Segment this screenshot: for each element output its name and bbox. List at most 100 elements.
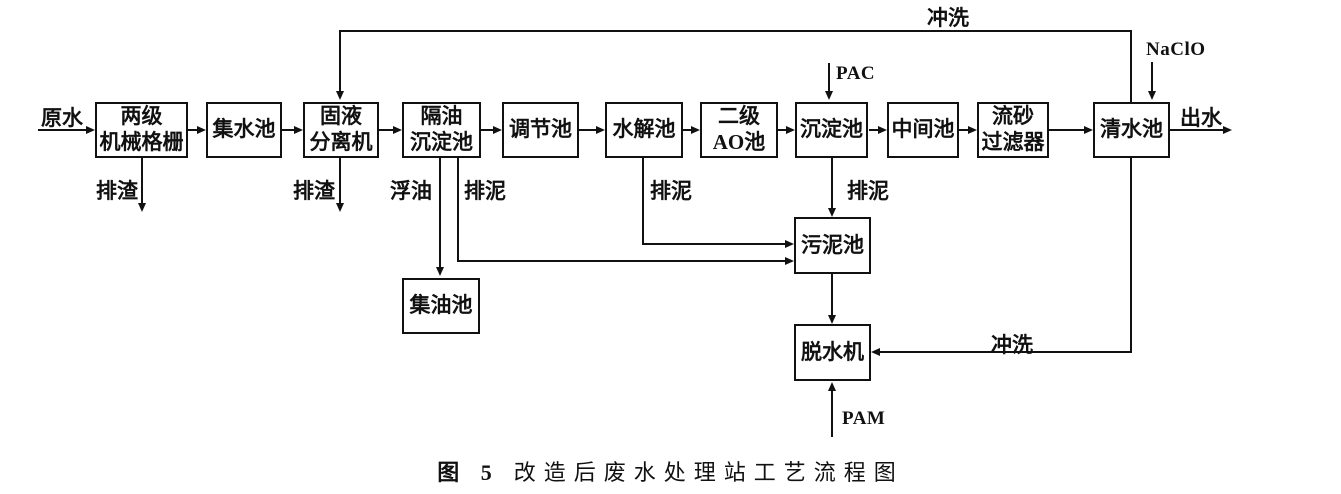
box-label: 机械格栅 xyxy=(99,130,184,154)
line-pac-dosing xyxy=(828,63,830,91)
flow-line xyxy=(579,129,596,131)
process-box-oil-separation-sedimentation-tank: 隔油 沉淀池 xyxy=(402,102,481,158)
floating-oil-label: 浮油 xyxy=(390,179,432,203)
box-label: 集水池 xyxy=(212,117,276,142)
slag-1-label: 排渣 xyxy=(96,179,138,203)
line-flush-from-clean-water-down xyxy=(1130,158,1132,352)
process-box-secondary-ao-tank: 二级 AO池 xyxy=(700,102,778,158)
line-slag-1 xyxy=(141,158,143,203)
box-label: 二级 xyxy=(718,104,760,129)
flow-line xyxy=(481,129,493,131)
process-box-clean-water-tank: 清水池 xyxy=(1093,102,1170,158)
box-label: 分离机 xyxy=(309,130,373,154)
flow-line-inlet xyxy=(38,129,86,131)
line-flush-to-separator xyxy=(339,31,341,91)
process-box-sludge-tank: 污泥池 xyxy=(794,217,871,274)
sludge-hydrolysis-label: 排泥 xyxy=(650,179,692,203)
naclo-label: NaClO xyxy=(1146,39,1206,60)
box-label: 水解池 xyxy=(612,117,676,142)
process-box-two-stage-mechanical-grille: 两级 机械格栅 xyxy=(95,102,188,158)
box-label: 隔油 xyxy=(420,104,463,129)
box-label: 调节池 xyxy=(509,117,572,142)
line-flush-from-clean-water-up xyxy=(1130,31,1132,102)
process-box-dewatering-machine: 脱水机 xyxy=(794,324,871,381)
box-label: AO池 xyxy=(712,130,766,154)
flow-line xyxy=(869,129,878,131)
arrowhead-right-icon xyxy=(785,257,794,265)
box-label: 沉淀池 xyxy=(410,130,473,154)
line-floating-oil xyxy=(439,158,441,267)
line-flush-to-dewatering xyxy=(880,351,1132,353)
arrowhead-down-icon xyxy=(828,315,836,324)
process-box-hydrolysis-tank: 水解池 xyxy=(605,102,683,158)
flow-line-outlet xyxy=(1170,129,1223,131)
arrowhead-down-icon xyxy=(1148,91,1156,100)
flow-line xyxy=(959,129,968,131)
arrowhead-down-icon xyxy=(138,203,146,212)
line-flush-top xyxy=(339,30,1132,32)
arrowhead-right-icon xyxy=(1223,126,1232,134)
flow-line xyxy=(188,129,197,131)
arrowhead-right-icon xyxy=(968,126,977,134)
arrowhead-down-icon xyxy=(336,91,344,100)
inlet-label: 原水 xyxy=(41,106,83,130)
box-label: 清水池 xyxy=(1100,117,1163,142)
box-label: 中间池 xyxy=(891,117,955,142)
figure-number: 图 5 xyxy=(437,460,500,485)
figure-caption: 图 5 改造后废水处理站工艺流程图 xyxy=(0,455,1341,487)
arrowhead-right-icon xyxy=(596,126,605,134)
arrowhead-right-icon xyxy=(197,126,206,134)
box-label: 集油池 xyxy=(409,293,473,318)
flow-line xyxy=(379,129,393,131)
arrowhead-up-icon xyxy=(828,382,836,391)
arrowhead-right-icon xyxy=(86,126,95,134)
arrowhead-right-icon xyxy=(691,126,700,134)
pam-label: PAM xyxy=(842,408,886,429)
process-box-sand-filter: 流砂 过滤器 xyxy=(977,102,1049,158)
figure-title: 改造后废水处理站工艺流程图 xyxy=(513,460,904,485)
process-box-regulating-tank: 调节池 xyxy=(502,102,579,158)
sludge-oil-tank-label: 排泥 xyxy=(464,179,506,203)
arrowhead-left-icon xyxy=(871,348,880,356)
process-box-oil-collection-tank: 集油池 xyxy=(402,278,480,334)
box-label: 流砂 xyxy=(992,104,1034,129)
arrowhead-right-icon xyxy=(785,240,794,248)
sludge-sedimentation-label: 排泥 xyxy=(847,179,889,203)
arrowhead-right-icon xyxy=(1084,126,1093,134)
box-label: 固液 xyxy=(320,104,362,129)
flow-line xyxy=(282,129,294,131)
arrowhead-down-icon xyxy=(825,91,833,100)
arrowhead-right-icon xyxy=(878,126,887,134)
arrowhead-right-icon xyxy=(493,126,502,134)
arrowhead-down-icon xyxy=(828,208,836,217)
arrowhead-right-icon xyxy=(393,126,402,134)
slag-2-label: 排渣 xyxy=(293,179,335,203)
line-naclo-dosing xyxy=(1151,62,1153,91)
process-box-solid-liquid-separator: 固液 分离机 xyxy=(303,102,379,158)
line-sludge-from-sedimentation xyxy=(831,158,833,208)
line-sludge-from-hydrolysis-h xyxy=(642,243,785,245)
arrowhead-down-icon xyxy=(336,203,344,212)
box-label: 沉淀池 xyxy=(800,117,863,142)
flush-bottom-label: 冲洗 xyxy=(991,333,1033,357)
line-pam-dosing xyxy=(831,391,833,437)
flow-line xyxy=(1049,129,1084,131)
arrowhead-down-icon xyxy=(436,267,444,276)
arrowhead-right-icon xyxy=(294,126,303,134)
line-sludge-to-dewatering xyxy=(831,274,833,315)
line-sludge-from-oil-tank-v xyxy=(457,158,459,262)
flow-line xyxy=(778,129,786,131)
process-box-intermediate-tank: 中间池 xyxy=(887,102,959,158)
flush-top-label: 冲洗 xyxy=(927,6,969,30)
box-label: 脱水机 xyxy=(801,339,864,364)
pac-label: PAC xyxy=(836,63,876,84)
line-slag-2 xyxy=(339,158,341,203)
box-label: 污泥池 xyxy=(801,232,864,257)
arrowhead-right-icon xyxy=(786,126,795,134)
box-label: 两级 xyxy=(120,104,163,129)
process-box-collection-tank: 集水池 xyxy=(206,102,282,158)
box-label: 过滤器 xyxy=(981,130,1045,154)
line-sludge-from-hydrolysis-v xyxy=(642,158,644,245)
process-box-sedimentation-tank: 沉淀池 xyxy=(795,102,868,158)
